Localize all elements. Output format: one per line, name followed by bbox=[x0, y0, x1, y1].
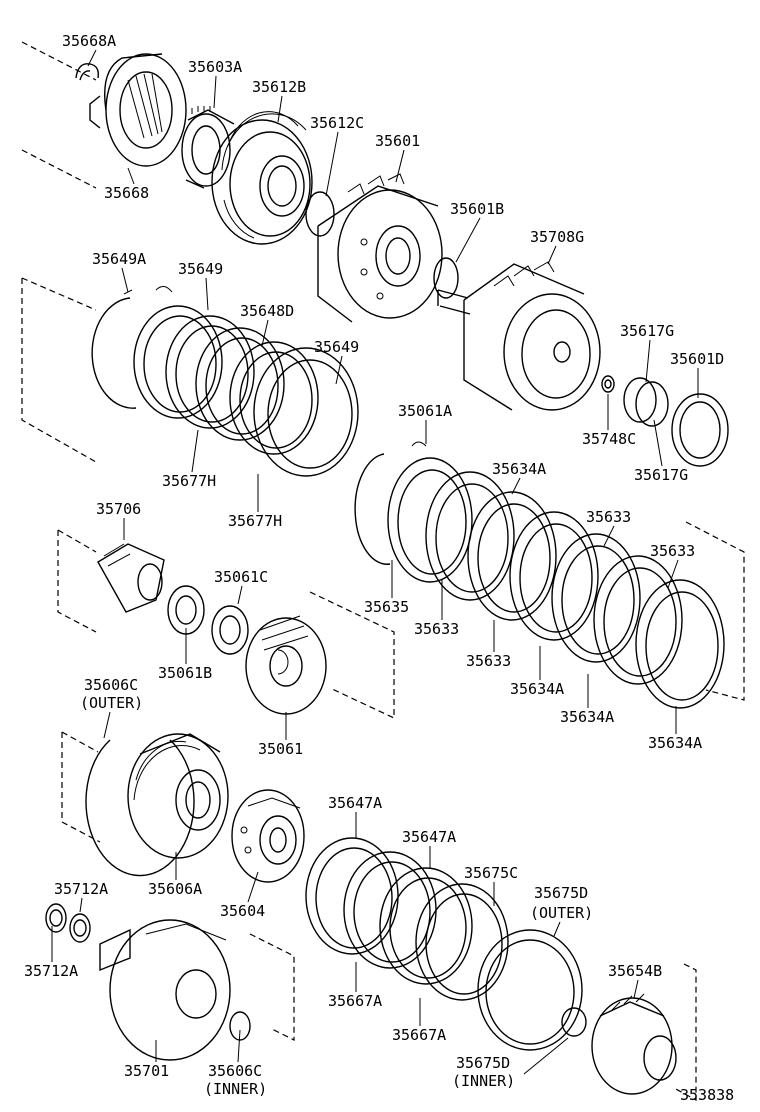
part-35635 bbox=[354, 453, 391, 565]
label-35603a: 35603A bbox=[188, 58, 242, 76]
label-35604: 35604 bbox=[220, 902, 265, 920]
label-35601b: 35601B bbox=[450, 200, 504, 218]
diagram-reference-number: 353838 bbox=[680, 1086, 734, 1104]
label-35668: 35668 bbox=[104, 184, 149, 202]
label-inner-note-2: (INNER) bbox=[204, 1080, 267, 1098]
label-35667a-a: 35667A bbox=[328, 992, 382, 1010]
label-35634a-c: 35634A bbox=[648, 734, 702, 752]
label-35748c: 35748C bbox=[582, 430, 636, 448]
part-35617g bbox=[623, 377, 669, 427]
part-35606a bbox=[127, 733, 229, 859]
part-35061c bbox=[211, 605, 249, 655]
label-35675c: 35675C bbox=[464, 864, 518, 882]
label-35712a-top: 35712A bbox=[54, 880, 108, 898]
label-35633-b: 35633 bbox=[650, 542, 695, 560]
label-35667a-b: 35667A bbox=[392, 1026, 446, 1044]
label-35708g: 35708G bbox=[530, 228, 584, 246]
label-35061c: 35061C bbox=[214, 568, 268, 586]
label-35634a-a: 35634A bbox=[510, 680, 564, 698]
label-outer-note: (OUTER) bbox=[80, 694, 143, 712]
label-35647a-b: 35647A bbox=[402, 828, 456, 846]
label-inner-note: (INNER) bbox=[452, 1072, 515, 1090]
label-35649-mid: 35649 bbox=[314, 338, 359, 356]
part-35748c bbox=[601, 375, 615, 393]
label-35701: 35701 bbox=[124, 1062, 169, 1080]
label-35634a-b: 35634A bbox=[560, 708, 614, 726]
label-35647a-a: 35647A bbox=[328, 794, 382, 812]
part-drawings bbox=[45, 53, 729, 1095]
part-35601 bbox=[317, 173, 443, 323]
label-35654b: 35654B bbox=[608, 962, 662, 980]
label-35606c-inner: 35606C bbox=[208, 1062, 262, 1080]
part-35668a bbox=[75, 63, 100, 81]
part-35606c-outer bbox=[85, 739, 195, 877]
label-35606c-outer: 35606C bbox=[84, 676, 138, 694]
label-35617g-bottom: 35617G bbox=[634, 466, 688, 484]
part-plate-stack-left bbox=[133, 286, 359, 477]
part-35604 bbox=[231, 789, 305, 883]
label-35061b: 35061B bbox=[158, 664, 212, 682]
part-35061 bbox=[245, 615, 327, 715]
label-35612b: 35612B bbox=[252, 78, 306, 96]
part-35649a bbox=[91, 289, 137, 409]
part-35701 bbox=[99, 919, 231, 1061]
label-35612c: 35612C bbox=[310, 114, 364, 132]
part-plate-stack-right bbox=[387, 441, 725, 709]
label-35601d: 35601D bbox=[670, 350, 724, 368]
label-35675d-outer: 35675D bbox=[534, 884, 588, 902]
label-35635: 35635 bbox=[364, 598, 409, 616]
label-35648d: 35648D bbox=[240, 302, 294, 320]
part-35612c bbox=[305, 191, 335, 237]
label-35617g-top: 35617G bbox=[620, 322, 674, 340]
label-35649a: 35649A bbox=[92, 250, 146, 268]
part-35603a bbox=[181, 106, 235, 189]
part-35675d-outer bbox=[477, 929, 583, 1051]
part-35601d bbox=[671, 393, 729, 467]
label-35712a-bottom: 35712A bbox=[24, 962, 78, 980]
part-35708g bbox=[437, 261, 601, 411]
label-35677h-left: 35677H bbox=[162, 472, 216, 490]
assembly-brackets bbox=[21, 41, 745, 1102]
part-labels: 35668A 35603A 35612B 35612C 35601 35668 … bbox=[24, 32, 734, 1104]
label-35649-top: 35649 bbox=[178, 260, 223, 278]
label-35634a-top: 35634A bbox=[492, 460, 546, 478]
part-35612b bbox=[211, 111, 313, 245]
part-35061b bbox=[167, 585, 205, 635]
part-35712a bbox=[45, 903, 91, 943]
part-35675d-inner bbox=[561, 1007, 587, 1037]
label-35061a: 35061A bbox=[398, 402, 452, 420]
label-35633-c: 35633 bbox=[414, 620, 459, 638]
label-35668a: 35668A bbox=[62, 32, 116, 50]
part-35706 bbox=[97, 543, 165, 613]
label-35633-a: 35633 bbox=[586, 508, 631, 526]
label-35675d-inner: 35675D bbox=[456, 1054, 510, 1072]
label-35706: 35706 bbox=[96, 500, 141, 518]
label-35606a: 35606A bbox=[148, 880, 202, 898]
label-35061: 35061 bbox=[258, 740, 303, 758]
label-35601: 35601 bbox=[375, 132, 420, 150]
label-35633-d: 35633 bbox=[466, 652, 511, 670]
part-35668 bbox=[89, 53, 187, 167]
part-plate-stack-lower bbox=[305, 837, 509, 1001]
leader-lines bbox=[51, 49, 699, 1075]
label-35677h-right: 35677H bbox=[228, 512, 282, 530]
part-35606c-inner bbox=[229, 1011, 251, 1041]
part-35601b bbox=[433, 257, 459, 299]
label-outer-note-2: (OUTER) bbox=[530, 904, 593, 922]
part-35654b bbox=[591, 993, 677, 1095]
